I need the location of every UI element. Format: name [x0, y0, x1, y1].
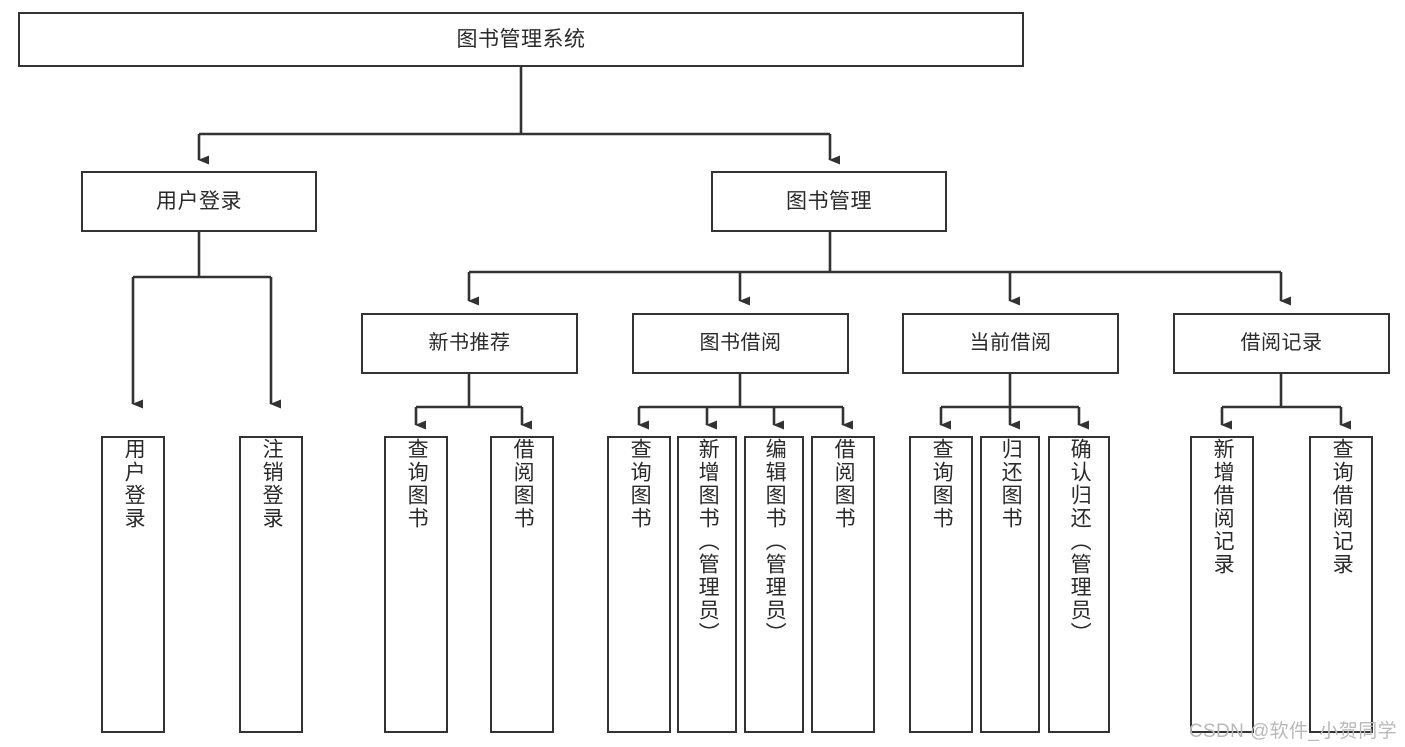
node-book-manage-label: 图书管理: [786, 189, 872, 213]
node-user-login-label: 用户登录: [156, 189, 242, 213]
node-borrow-record[interactable]: 借阅记录: [1173, 313, 1390, 374]
node-leaf-add-record-label: 新增借阅记录: [1211, 438, 1235, 576]
node-leaf-confirm-return[interactable]: 确认归还（管理员）: [1048, 436, 1110, 733]
node-leaf-edit-book[interactable]: 编辑图书（管理员）: [744, 436, 804, 733]
node-leaf-query-book-3-label: 查询图书: [930, 438, 954, 530]
node-leaf-user-logout-label: 注销登录: [260, 438, 284, 530]
node-leaf-query-book-1-label: 查询图书: [405, 438, 429, 530]
node-leaf-borrow-book-2-label: 借阅图书: [832, 438, 856, 530]
node-root[interactable]: 图书管理系统: [18, 12, 1024, 67]
node-leaf-borrow-book-1[interactable]: 借阅图书: [490, 436, 554, 733]
node-leaf-query-book-2[interactable]: 查询图书: [607, 436, 671, 733]
node-leaf-confirm-return-label: 确认归还（管理员）: [1068, 438, 1092, 645]
node-leaf-query-record-label: 查询借阅记录: [1330, 438, 1354, 576]
node-leaf-return-book-label: 归还图书: [999, 438, 1023, 530]
node-leaf-query-record[interactable]: 查询借阅记录: [1309, 436, 1373, 733]
node-leaf-user-login-label: 用户登录: [122, 438, 146, 530]
node-leaf-user-login[interactable]: 用户登录: [101, 436, 165, 733]
node-user-login[interactable]: 用户登录: [81, 171, 317, 232]
node-leaf-borrow-book-1-label: 借阅图书: [511, 438, 535, 530]
node-current-borrow-label: 当前借阅: [969, 332, 1052, 355]
node-leaf-query-book-2-label: 查询图书: [628, 438, 652, 530]
node-book-borrow-label: 图书借阅: [699, 332, 782, 355]
node-leaf-add-book[interactable]: 新增图书（管理员）: [677, 436, 737, 733]
watermark-text: CSDN @软件_小贺同学: [1188, 721, 1397, 742]
node-root-label: 图书管理系统: [456, 27, 586, 51]
node-book-manage[interactable]: 图书管理: [711, 171, 947, 232]
node-borrow-record-label: 借阅记录: [1240, 332, 1323, 355]
node-leaf-user-logout[interactable]: 注销登录: [239, 436, 303, 733]
node-leaf-query-book-1[interactable]: 查询图书: [384, 436, 448, 733]
node-leaf-add-book-label: 新增图书（管理员）: [696, 438, 720, 645]
node-new-book-recommend-label: 新书推荐: [428, 332, 511, 355]
node-leaf-query-book-3[interactable]: 查询图书: [909, 436, 973, 733]
node-leaf-return-book[interactable]: 归还图书: [980, 436, 1040, 733]
node-current-borrow[interactable]: 当前借阅: [902, 313, 1119, 374]
node-new-book-recommend[interactable]: 新书推荐: [361, 313, 578, 374]
node-leaf-edit-book-label: 编辑图书（管理员）: [763, 438, 787, 645]
node-leaf-add-record[interactable]: 新增借阅记录: [1190, 436, 1254, 733]
node-book-borrow[interactable]: 图书借阅: [632, 313, 849, 374]
node-leaf-borrow-book-2[interactable]: 借阅图书: [811, 436, 875, 733]
